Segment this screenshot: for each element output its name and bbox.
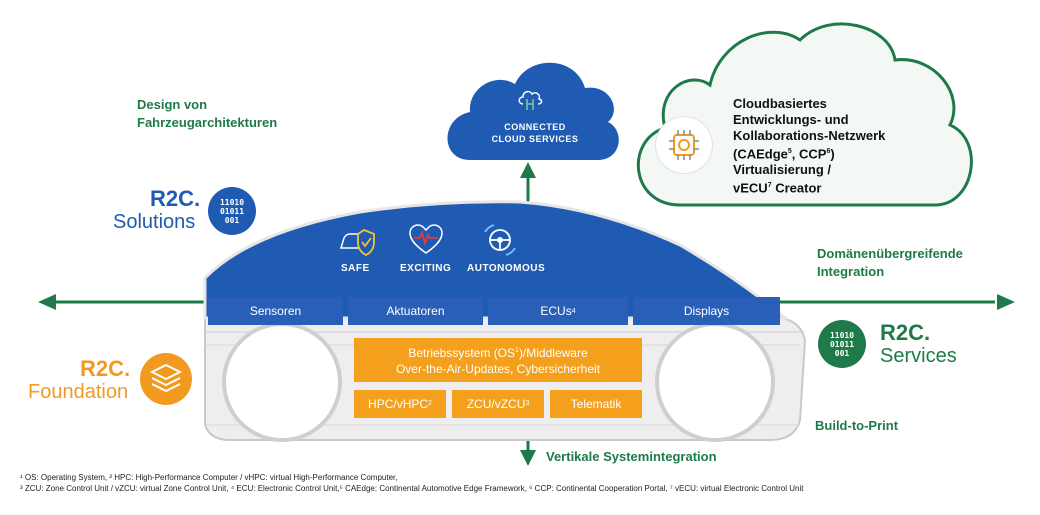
domain-label: Domänenübergreifende Integration: [817, 246, 963, 279]
safe-label: SAFE: [341, 263, 370, 274]
autonomous-label: AUTONOMOUS: [467, 263, 546, 274]
r2c-services-sub: Services: [880, 345, 957, 367]
safe-shield-icon: [338, 226, 378, 258]
gear-chip-icon: [656, 117, 712, 173]
telematik-box: Telematik: [550, 390, 642, 418]
steering-wheel-icon: [480, 222, 520, 258]
connected-cloud: [447, 62, 619, 160]
heart-pulse-icon: [408, 224, 444, 256]
r2c-services-title: R2C.: [880, 320, 931, 345]
sensoren-bar: Sensoren: [208, 297, 343, 325]
footnote-line-1: ¹ OS: Operating System, ² HPC: High-Perf…: [20, 473, 398, 482]
exciting-label: EXCITING: [400, 263, 452, 274]
footnote-line-2: ³ ZCU: Zone Control Unit / vZCU: virtual…: [20, 484, 804, 493]
r2c-foundation-title: R2C.: [80, 356, 131, 381]
layers-icon: [140, 353, 192, 405]
connected-cloud-label: CONNECTED CLOUD SERVICES: [491, 122, 579, 144]
development-cloud-text: Cloudbasiertes Entwicklungs- und Kollabo…: [733, 96, 886, 196]
r2c-solutions-sub: Solutions: [113, 211, 196, 233]
cloud-network-icon: [516, 86, 544, 112]
services-binary-icon: 11010 01011 001: [818, 320, 866, 368]
solutions-binary-icon: 11010 01011 001: [208, 187, 256, 235]
build-label: Build-to-Print: [815, 418, 899, 433]
os-box: Betriebssystem (OS1)/Middleware Over-the…: [354, 338, 642, 382]
displays-bar: Displays: [633, 297, 780, 325]
r2c-solutions-title: R2C.: [150, 186, 201, 211]
design-label: Design von Fahrzeugarchitekturen: [137, 97, 278, 130]
aktuatoren-bar: Aktuatoren: [348, 297, 483, 325]
vertical-label: Vertikale Systemintegration: [546, 449, 717, 464]
r2c-foundation-sub: Foundation: [28, 381, 129, 403]
